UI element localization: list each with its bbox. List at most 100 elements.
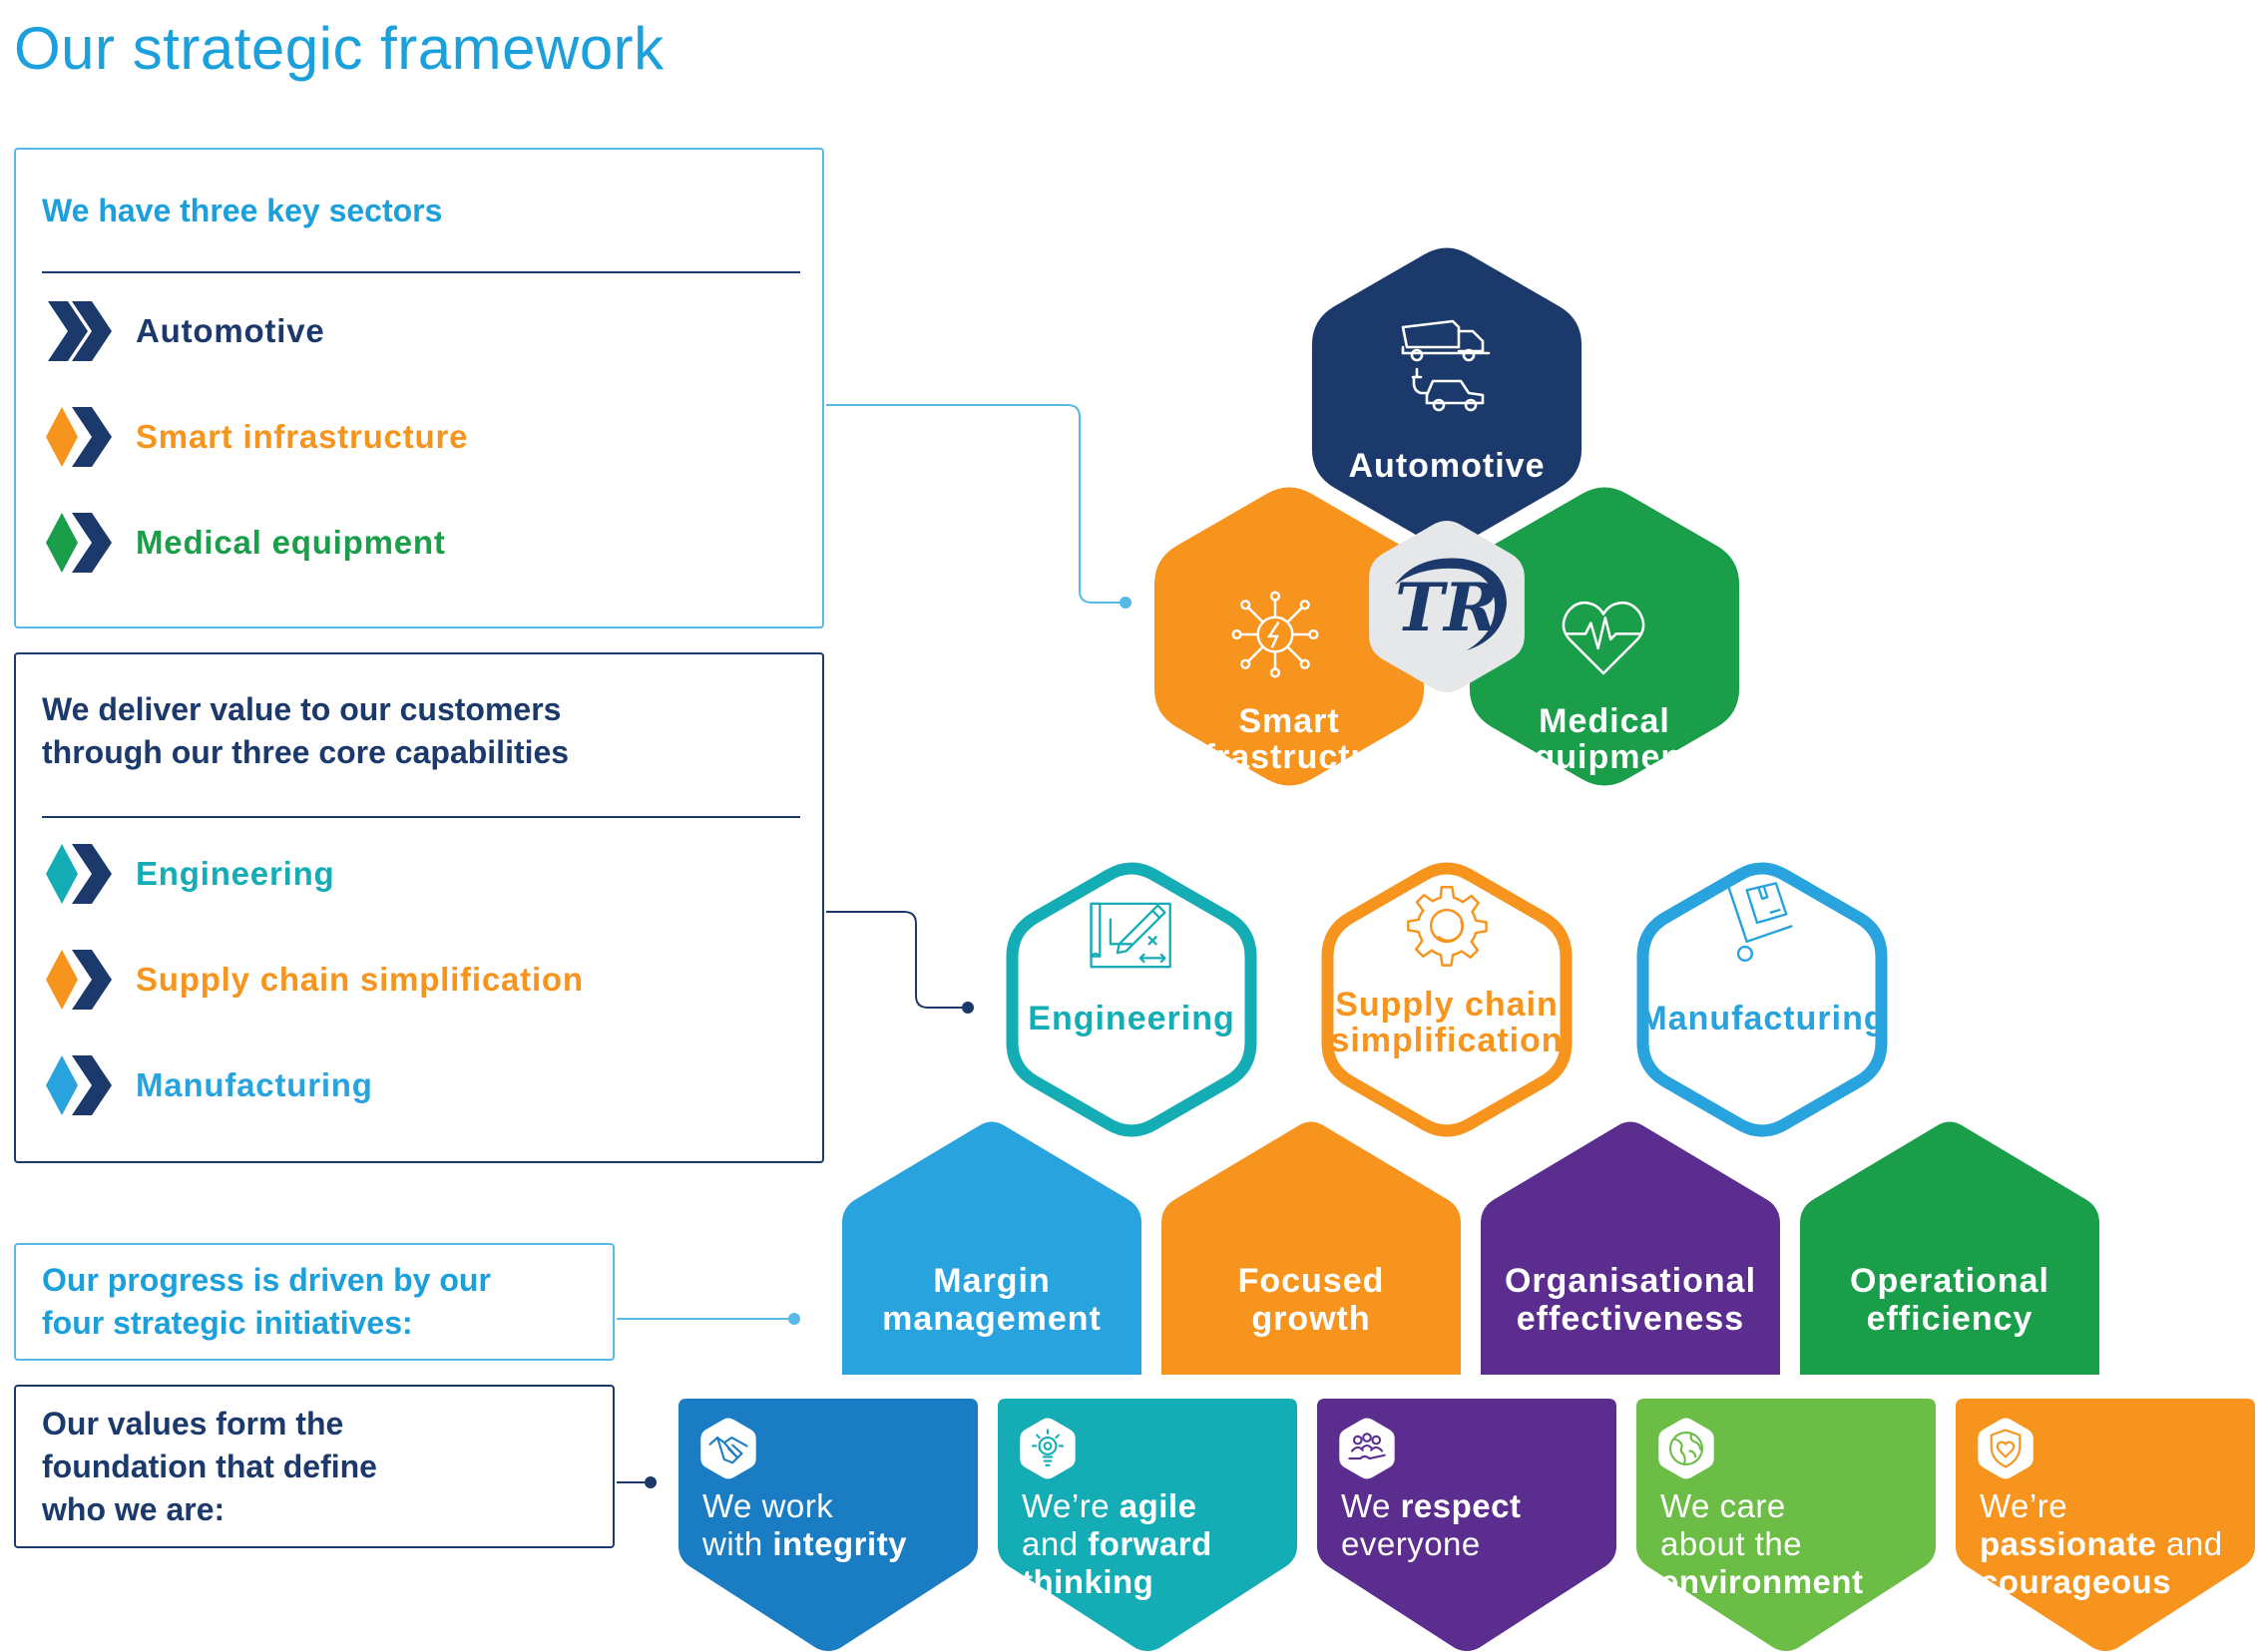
initiative-label: Margin bbox=[933, 1262, 1050, 1300]
initiative-label: Operational bbox=[1850, 1262, 2049, 1300]
capability-hex-3: Manufacturing bbox=[1636, 862, 1888, 1137]
sector-item-smart-infrastructure: Smart infrastructure bbox=[42, 407, 468, 467]
initiative-shape bbox=[1481, 1121, 1780, 1375]
sector-label: Automotive bbox=[1349, 447, 1546, 485]
values-line2: foundation that define bbox=[42, 1448, 377, 1484]
chevron-bullet-icon bbox=[46, 950, 112, 1010]
sectors-heading: We have three key sectors bbox=[42, 193, 443, 228]
capability-item-engineering: Engineering bbox=[42, 844, 335, 904]
capability-label: Engineering bbox=[136, 855, 335, 892]
sector-label: Smart infrastructure bbox=[136, 418, 469, 455]
value-text: passionate and bbox=[1980, 1525, 2223, 1562]
capability-label: Supply chain bbox=[1335, 986, 1559, 1024]
capability-label: simplification bbox=[1330, 1022, 1563, 1059]
sector-hex-shape bbox=[1311, 247, 1582, 547]
initiative-shape bbox=[1800, 1121, 2099, 1375]
initiative-shape bbox=[842, 1121, 1141, 1375]
connector-dot bbox=[962, 1002, 974, 1014]
chevron-bullet-icon bbox=[46, 844, 112, 904]
capability-label: Supply chain simplification bbox=[136, 961, 584, 998]
capability-item-supply-chain: Supply chain simplification bbox=[42, 950, 584, 1010]
capability-label: Manufacturing bbox=[1638, 1000, 1885, 1037]
connector-dot bbox=[1120, 597, 1131, 609]
sector-item-automotive: Automotive bbox=[42, 301, 325, 361]
capabilities-heading-line1: We deliver value to our customers bbox=[42, 691, 562, 727]
chevron-bullet-icon bbox=[48, 301, 112, 361]
values-panel: Our values form the foundation that defi… bbox=[14, 1385, 615, 1548]
chevron-bullet-icon bbox=[46, 513, 112, 573]
value-icon-badge bbox=[1658, 1418, 1714, 1479]
initiative-label: growth bbox=[1251, 1300, 1370, 1338]
sectors-panel: We have three key sectors Automotive Sma… bbox=[14, 148, 824, 628]
value-icon-badge bbox=[1339, 1418, 1395, 1479]
sector-hex-shape bbox=[1153, 487, 1425, 786]
values-line1: Our values form the bbox=[42, 1406, 344, 1442]
sector-label: Automotive bbox=[136, 312, 325, 349]
initiative-label: Organisational bbox=[1505, 1262, 1756, 1300]
initiatives-panel: Our progress is driven by our four strat… bbox=[14, 1243, 615, 1361]
connector-lines bbox=[617, 404, 1131, 1488]
value-text: We’re agile bbox=[1022, 1487, 1196, 1524]
connector-dot bbox=[645, 1476, 657, 1488]
value-text: We respect bbox=[1341, 1487, 1521, 1524]
logo-hex bbox=[1369, 521, 1525, 692]
value-text: We’re bbox=[1980, 1487, 2067, 1524]
capability-label: Engineering bbox=[1028, 1000, 1234, 1037]
capability-label: Manufacturing bbox=[136, 1066, 373, 1103]
sector-label: Medical bbox=[1539, 702, 1670, 740]
sector-label: Smart bbox=[1238, 702, 1339, 740]
capability-hex-shape bbox=[1006, 862, 1257, 1137]
initiative-label: management bbox=[882, 1300, 1102, 1338]
value-text: about the bbox=[1660, 1525, 1802, 1562]
value-text: thinking bbox=[1022, 1563, 1153, 1600]
chevron-bullet-icon bbox=[46, 407, 112, 467]
sector-label: equipment bbox=[1515, 738, 1695, 776]
company-logo: TR bbox=[1369, 521, 1525, 692]
sector-label: Medical equipment bbox=[136, 524, 446, 561]
sector-hex-1: Automotive bbox=[1311, 247, 1582, 547]
page-title: Our strategic framework bbox=[14, 15, 665, 82]
capabilities-panel: We deliver value to our customers throug… bbox=[14, 652, 824, 1163]
divider bbox=[42, 816, 800, 818]
value-text: environment bbox=[1660, 1563, 1864, 1600]
values-line3: who we are: bbox=[42, 1491, 226, 1527]
sector-hex-shape bbox=[1469, 487, 1740, 786]
connector-sectors bbox=[826, 404, 1126, 604]
initiatives-line2: four strategic initiatives: bbox=[42, 1305, 413, 1341]
value-icon-badge bbox=[1978, 1418, 2033, 1479]
initiative-label: efficiency bbox=[1867, 1300, 2033, 1338]
initiative-shape bbox=[1161, 1121, 1461, 1375]
initiatives-line1: Our progress is driven by our bbox=[42, 1262, 491, 1298]
initiative-label: Focused bbox=[1238, 1262, 1385, 1300]
value-text: with integrity bbox=[701, 1525, 907, 1562]
chevron-bullet-icon bbox=[46, 1055, 112, 1115]
initiative-label: effectiveness bbox=[1517, 1300, 1744, 1338]
logo-text: TR bbox=[1395, 569, 1499, 646]
capability-hex-1: Engineering bbox=[1006, 862, 1257, 1137]
value-text: courageous bbox=[1980, 1563, 2171, 1600]
divider bbox=[42, 271, 800, 273]
capability-hex-shape bbox=[1636, 862, 1888, 1137]
capability-item-manufacturing: Manufacturing bbox=[42, 1055, 373, 1115]
value-text: We work bbox=[702, 1487, 833, 1524]
value-text: everyone bbox=[1341, 1525, 1481, 1562]
connector-dot bbox=[788, 1313, 800, 1325]
connector-capabilities bbox=[826, 911, 968, 1009]
value-text: and forward bbox=[1022, 1525, 1212, 1562]
capabilities-heading-line2: through our three core capabilities bbox=[42, 734, 570, 770]
capability-hex-shape bbox=[1321, 862, 1573, 1137]
value-text: We care bbox=[1660, 1487, 1786, 1524]
